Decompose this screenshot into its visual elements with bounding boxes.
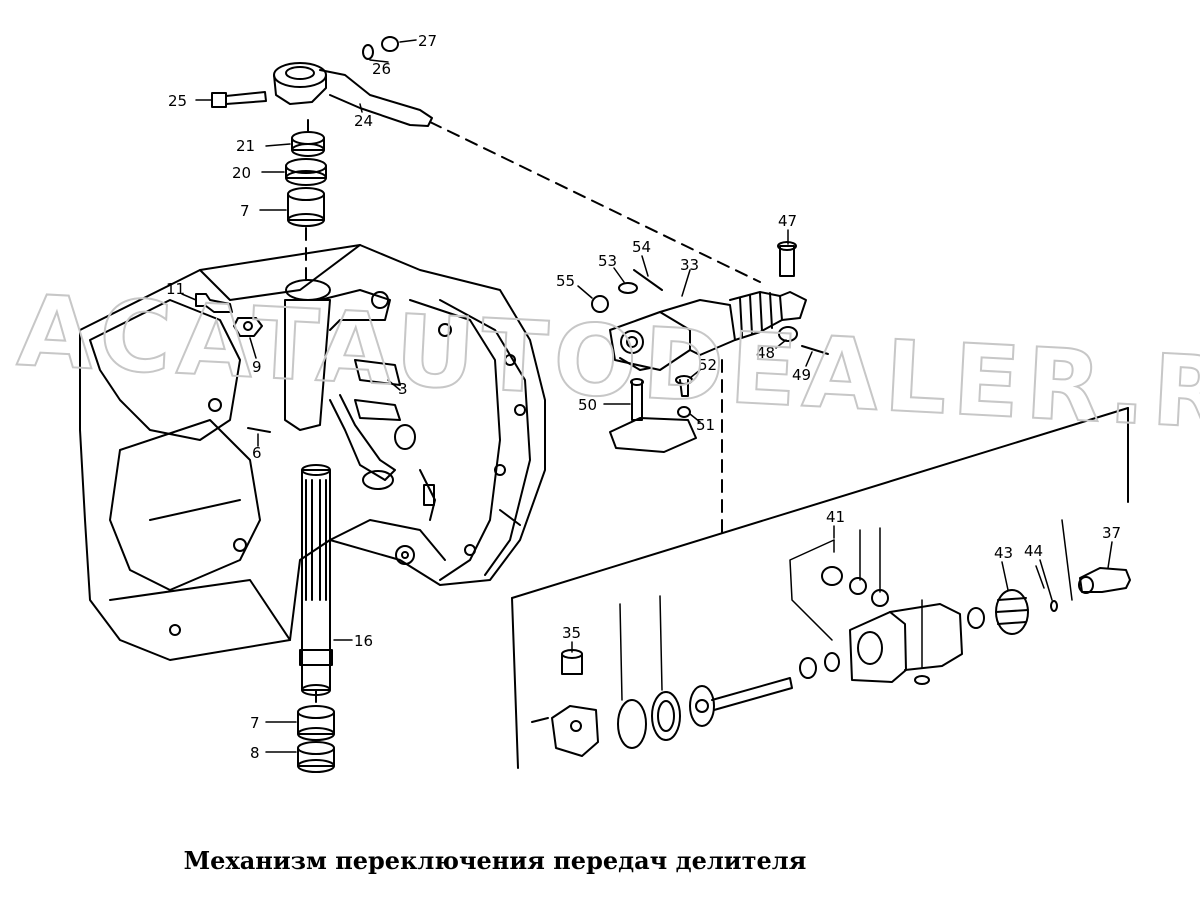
callout-label: 11 bbox=[166, 280, 185, 298]
pin-47 bbox=[777, 241, 797, 277]
diagram-caption: Механизм переключения передач делителя bbox=[183, 846, 807, 875]
bracket-plate-50 bbox=[609, 378, 697, 453]
callout-label: 7 bbox=[240, 202, 250, 220]
dashed-assembly-lines bbox=[305, 119, 761, 707]
upper-bushings bbox=[285, 131, 327, 227]
bolt bbox=[211, 91, 267, 108]
callout-label: 21 bbox=[236, 137, 255, 155]
inset-leader-lines bbox=[619, 519, 1073, 701]
nut-53 bbox=[618, 282, 638, 294]
callout-label: 27 bbox=[418, 32, 437, 50]
gearbox-housing bbox=[79, 244, 546, 661]
callout-label: 48 bbox=[756, 344, 775, 362]
callout-label: 55 bbox=[556, 272, 575, 290]
callout-label: 50 bbox=[578, 396, 597, 414]
washer-55 bbox=[591, 295, 609, 313]
inset-parts bbox=[531, 566, 1131, 757]
shift-cylinder bbox=[609, 291, 807, 371]
bolt-49 bbox=[801, 345, 829, 355]
bracket-tab bbox=[233, 317, 263, 337]
callout-label: 52 bbox=[698, 356, 717, 374]
callout-labels: 25 27 26 24 21 20 7 11 9 6 3 16 7 8 47 5… bbox=[166, 32, 1121, 762]
callout-label: 54 bbox=[632, 238, 651, 256]
callout-label: 41 bbox=[826, 508, 845, 526]
callout-label: 8 bbox=[250, 744, 260, 762]
sensor-switch bbox=[195, 293, 233, 313]
callout-leaders bbox=[181, 39, 1113, 753]
callout-label: 49 bbox=[792, 366, 811, 384]
callout-label: 53 bbox=[598, 252, 617, 270]
screw-52 bbox=[675, 375, 693, 397]
callout-label: 47 bbox=[778, 212, 797, 230]
nut-48 bbox=[778, 326, 798, 342]
callout-label: 26 bbox=[372, 60, 391, 78]
callout-label: 43 bbox=[994, 544, 1013, 562]
callout-label: 25 bbox=[168, 92, 187, 110]
callout-label: 9 bbox=[252, 358, 262, 376]
shift-lever bbox=[273, 62, 433, 127]
callout-label: 3 bbox=[398, 380, 408, 398]
callout-label: 24 bbox=[354, 112, 373, 130]
callout-label: 33 bbox=[680, 256, 699, 274]
pin-54 bbox=[633, 269, 663, 291]
callout-label: 51 bbox=[696, 416, 715, 434]
pin bbox=[247, 427, 271, 433]
callout-label: 16 bbox=[354, 632, 373, 650]
inset-frame bbox=[511, 407, 1129, 769]
callout-label: 44 bbox=[1024, 542, 1043, 560]
callout-label: 37 bbox=[1102, 524, 1121, 542]
callout-label: 35 bbox=[562, 624, 581, 642]
nut-and-washer bbox=[362, 36, 399, 60]
lower-bushings bbox=[297, 705, 335, 773]
plug-51 bbox=[677, 406, 691, 418]
shift-shaft bbox=[299, 464, 333, 696]
callout-label: 20 bbox=[232, 164, 251, 182]
callout-label: 6 bbox=[252, 444, 262, 462]
shift-fork bbox=[284, 279, 416, 490]
callout-label: 7 bbox=[250, 714, 260, 732]
